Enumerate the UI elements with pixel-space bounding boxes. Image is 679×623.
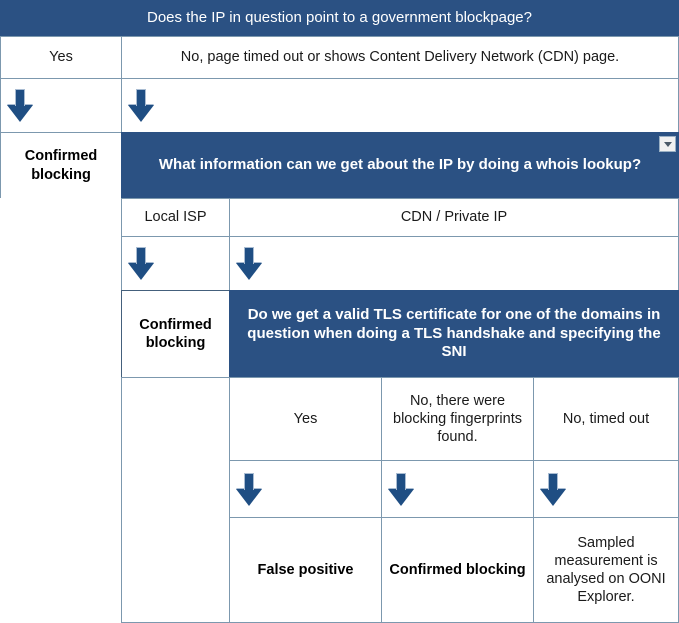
verdict-confirmed-blocking-1-text: Confirmed blocking <box>24 148 98 183</box>
arrow-cell-tls-1 <box>381 460 534 518</box>
tls-answer-text-1: No, there were blocking fingerprints fou… <box>393 392 522 446</box>
tls-question-header: Do we get a valid TLS certificate for on… <box>229 290 679 378</box>
answer-no-cell: No, page timed out or shows Content Deli… <box>121 36 679 79</box>
root-question-text: Does the IP in question point to a gover… <box>147 9 532 27</box>
spine-filler-2 <box>121 377 230 623</box>
down-arrow-icon <box>388 472 527 506</box>
down-arrow-icon <box>7 89 115 122</box>
tls-answer-cell-0: Yes <box>229 377 382 461</box>
answer-local-isp-text: Local ISP <box>144 209 207 226</box>
down-arrow-icon <box>128 89 672 122</box>
left-spine-filler <box>0 198 124 623</box>
answer-cdn-cell: CDN / Private IP <box>229 198 679 237</box>
down-arrow-icon <box>128 247 223 280</box>
arrow-cell-local-isp <box>121 236 230 291</box>
tls-verdict-cell-2: Sampled measurement is analysed on OONI … <box>533 517 679 623</box>
verdict-confirmed-blocking-2-text: Confirmed blocking <box>139 316 212 351</box>
verdict-confirmed-blocking-2: Confirmed blocking <box>121 290 230 378</box>
down-arrow-icon <box>236 247 672 280</box>
tls-answer-cell-2: No, timed out <box>533 377 679 461</box>
answer-cdn-text: CDN / Private IP <box>400 209 508 226</box>
down-arrow-icon <box>236 472 375 506</box>
answer-yes-cell: Yes <box>0 36 122 79</box>
tls-verdict-cell-1: Confirmed blocking <box>381 517 534 623</box>
tls-verdict-text-0: False positive <box>257 561 354 578</box>
arrow-cell-tls-0 <box>229 460 382 518</box>
whois-question-header: What information can we get about the IP… <box>121 132 679 199</box>
tls-answer-text-0: Yes <box>293 410 318 427</box>
tls-answer-cell-1: No, there were blocking fingerprints fou… <box>381 377 534 461</box>
tls-verdict-cell-0: False positive <box>229 517 382 623</box>
answer-local-isp-cell: Local ISP <box>121 198 230 237</box>
chevron-down-icon <box>663 141 672 147</box>
arrow-cell-yes <box>0 78 122 133</box>
tls-answer-text-2: No, timed out <box>562 410 650 427</box>
arrow-cell-cdn <box>229 236 679 291</box>
tls-question-text: Do we get a valid TLS certificate for on… <box>247 305 661 361</box>
whois-question-text: What information can we get about the IP… <box>158 156 642 174</box>
answer-no-text: No, page timed out or shows Content Deli… <box>180 49 620 66</box>
filter-dropdown-icon[interactable] <box>659 136 676 152</box>
root-question-header: Does the IP in question point to a gover… <box>0 0 679 37</box>
tls-verdict-text-2: Sampled measurement is analysed on OONI … <box>546 534 666 606</box>
tls-verdict-text-1: Confirmed blocking <box>389 561 526 578</box>
down-arrow-icon <box>540 472 672 506</box>
arrow-cell-no <box>121 78 679 133</box>
arrow-cell-tls-2 <box>533 460 679 518</box>
answer-yes-text: Yes <box>49 49 73 66</box>
verdict-confirmed-blocking-1: Confirmed blocking <box>0 132 122 199</box>
